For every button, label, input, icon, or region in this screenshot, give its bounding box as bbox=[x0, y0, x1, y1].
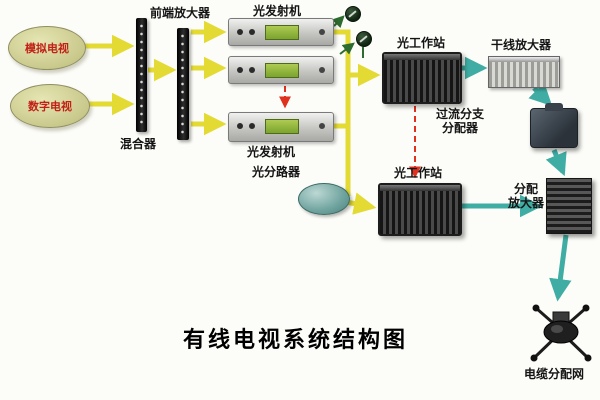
distribution-amplifier-label-line1: 分配 bbox=[513, 182, 538, 196]
device-lid bbox=[489, 57, 559, 62]
rack-knob bbox=[319, 29, 325, 35]
analog-tv-label: 模拟电视 bbox=[25, 43, 69, 55]
rack-knob bbox=[249, 29, 255, 35]
optical-transmitter-rack-1 bbox=[228, 18, 334, 46]
rack-display bbox=[265, 63, 299, 78]
overcurrent-splitter-device bbox=[530, 103, 578, 148]
frontend-amplifier-device bbox=[177, 28, 189, 140]
overcurrent-splitter-label-line2: 分配器 bbox=[441, 120, 478, 135]
mixer-ports bbox=[139, 22, 144, 128]
isolator-icon bbox=[345, 6, 361, 22]
rack-knob bbox=[249, 67, 255, 73]
device-handle bbox=[544, 103, 564, 111]
analog-tv-node: 模拟电视 bbox=[8, 26, 86, 70]
rack-knob bbox=[249, 123, 255, 129]
rack-knob bbox=[319, 67, 325, 73]
cable-network-icon bbox=[530, 304, 592, 362]
device-lid bbox=[380, 185, 460, 191]
device-lid bbox=[384, 54, 460, 60]
optical-splitter-device bbox=[298, 183, 350, 215]
distribution-amplifier-label-line2: 放大器 bbox=[508, 195, 545, 210]
optical-transmitter-top-label: 光发射机 bbox=[253, 4, 302, 18]
mixer-device bbox=[136, 18, 147, 132]
optical-splitter-label: 光分路器 bbox=[252, 165, 301, 179]
optical-workstation-top-device bbox=[382, 52, 462, 104]
rack-knob bbox=[319, 123, 325, 129]
overcurrent-splitter-label: 过流分支 分配器 bbox=[428, 107, 492, 136]
distribution-amplifier-label: 分配 放大器 bbox=[508, 182, 545, 211]
diagram-title: 有线电视系统结构图 bbox=[183, 327, 409, 352]
isolator-icon bbox=[356, 31, 372, 47]
cable-network-device bbox=[528, 300, 594, 364]
optical-transmitter-bottom-label: 光发射机 bbox=[247, 145, 296, 159]
digital-tv-label: 数字电视 bbox=[28, 101, 72, 113]
optical-station-top-label: 光工作站 bbox=[397, 36, 446, 50]
frontend-amplifier-ports bbox=[180, 32, 185, 136]
trunk-amplifier-label: 干线放大器 bbox=[491, 38, 552, 52]
mixer-label: 混合器 bbox=[120, 137, 157, 151]
rack-knob bbox=[237, 67, 243, 73]
frontend-amplifier-label: 前端放大器 bbox=[150, 6, 211, 20]
distribution-amplifier-device bbox=[546, 178, 592, 234]
overcurrent-splitter-label-line1: 过流分支 bbox=[435, 107, 484, 121]
trunk-amplifier-device bbox=[488, 56, 560, 88]
rack-knob bbox=[237, 123, 243, 129]
optical-workstation-bottom-device bbox=[378, 183, 462, 236]
optical-station-bottom-label: 光工作站 bbox=[394, 166, 443, 180]
digital-tv-node: 数字电视 bbox=[10, 84, 90, 128]
optical-transmitter-rack-2 bbox=[228, 56, 334, 84]
rack-display bbox=[265, 25, 299, 40]
rack-display bbox=[265, 119, 299, 134]
optical-transmitter-rack-3 bbox=[228, 112, 334, 142]
cable-network-label: 电缆分配网 bbox=[524, 367, 585, 381]
rack-knob bbox=[237, 29, 243, 35]
